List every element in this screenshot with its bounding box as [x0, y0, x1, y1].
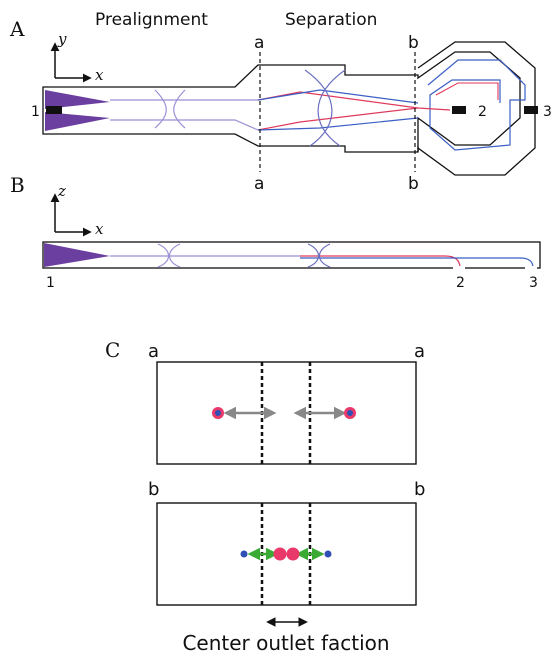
outlet-3-label: 3	[543, 104, 552, 120]
side-outlet-1: 1	[46, 275, 55, 291]
panel-a-letter: A	[9, 17, 25, 41]
axes-xy: y x	[50, 30, 104, 84]
cs-b-particles	[240, 547, 332, 561]
cross-section-b	[156, 502, 417, 606]
red-chamber-path	[435, 82, 499, 100]
panel-b: B z x 1 2 3	[10, 173, 541, 291]
section-b-bottom: b	[408, 174, 419, 194]
cross-section-a	[156, 361, 417, 465]
center-outlet-caption: Center outlet faction	[182, 631, 389, 655]
outlet-3-block	[524, 106, 538, 114]
cs-a-particles	[212, 407, 356, 419]
side-outlet-2: 2	[456, 275, 465, 291]
outlet-2-label: 2	[478, 104, 487, 120]
axis-x-label: x	[95, 66, 104, 84]
blue-chamber-path	[427, 59, 526, 151]
prealign-streams	[110, 89, 259, 131]
axes-zx: z x	[50, 182, 104, 238]
channel-outline-top	[42, 41, 536, 176]
section-a-bottom: a	[254, 174, 264, 194]
cs-b-left-label: b	[148, 479, 159, 500]
side-outlet-3: 3	[529, 275, 538, 291]
separation-label: Separation	[285, 10, 377, 30]
panel-b-letter: B	[10, 173, 25, 197]
axis-x-label-b: x	[95, 220, 104, 238]
side-channel	[42, 241, 541, 269]
cs-b-right-label: b	[414, 479, 425, 500]
panel-c-letter: C	[105, 338, 120, 362]
outlet-1-label: 1	[31, 104, 40, 120]
cs-a-right-label: a	[414, 341, 425, 362]
section-b-top: b	[408, 33, 419, 53]
panel-a: A Prealignment Separation y x 1	[9, 10, 552, 194]
side-streams	[110, 243, 534, 269]
separation-streams	[257, 69, 451, 147]
axis-z-label: z	[57, 182, 66, 200]
axis-y-label: y	[57, 30, 67, 48]
cs-a-left-label: a	[148, 341, 159, 362]
inlet-wedges	[45, 90, 110, 131]
side-inlet-wedge	[44, 243, 110, 267]
outlet-2-block	[452, 106, 466, 114]
panel-c: C a a b b	[105, 338, 425, 655]
prealignment-label: Prealignment	[95, 10, 208, 30]
section-a-top: a	[254, 33, 264, 53]
